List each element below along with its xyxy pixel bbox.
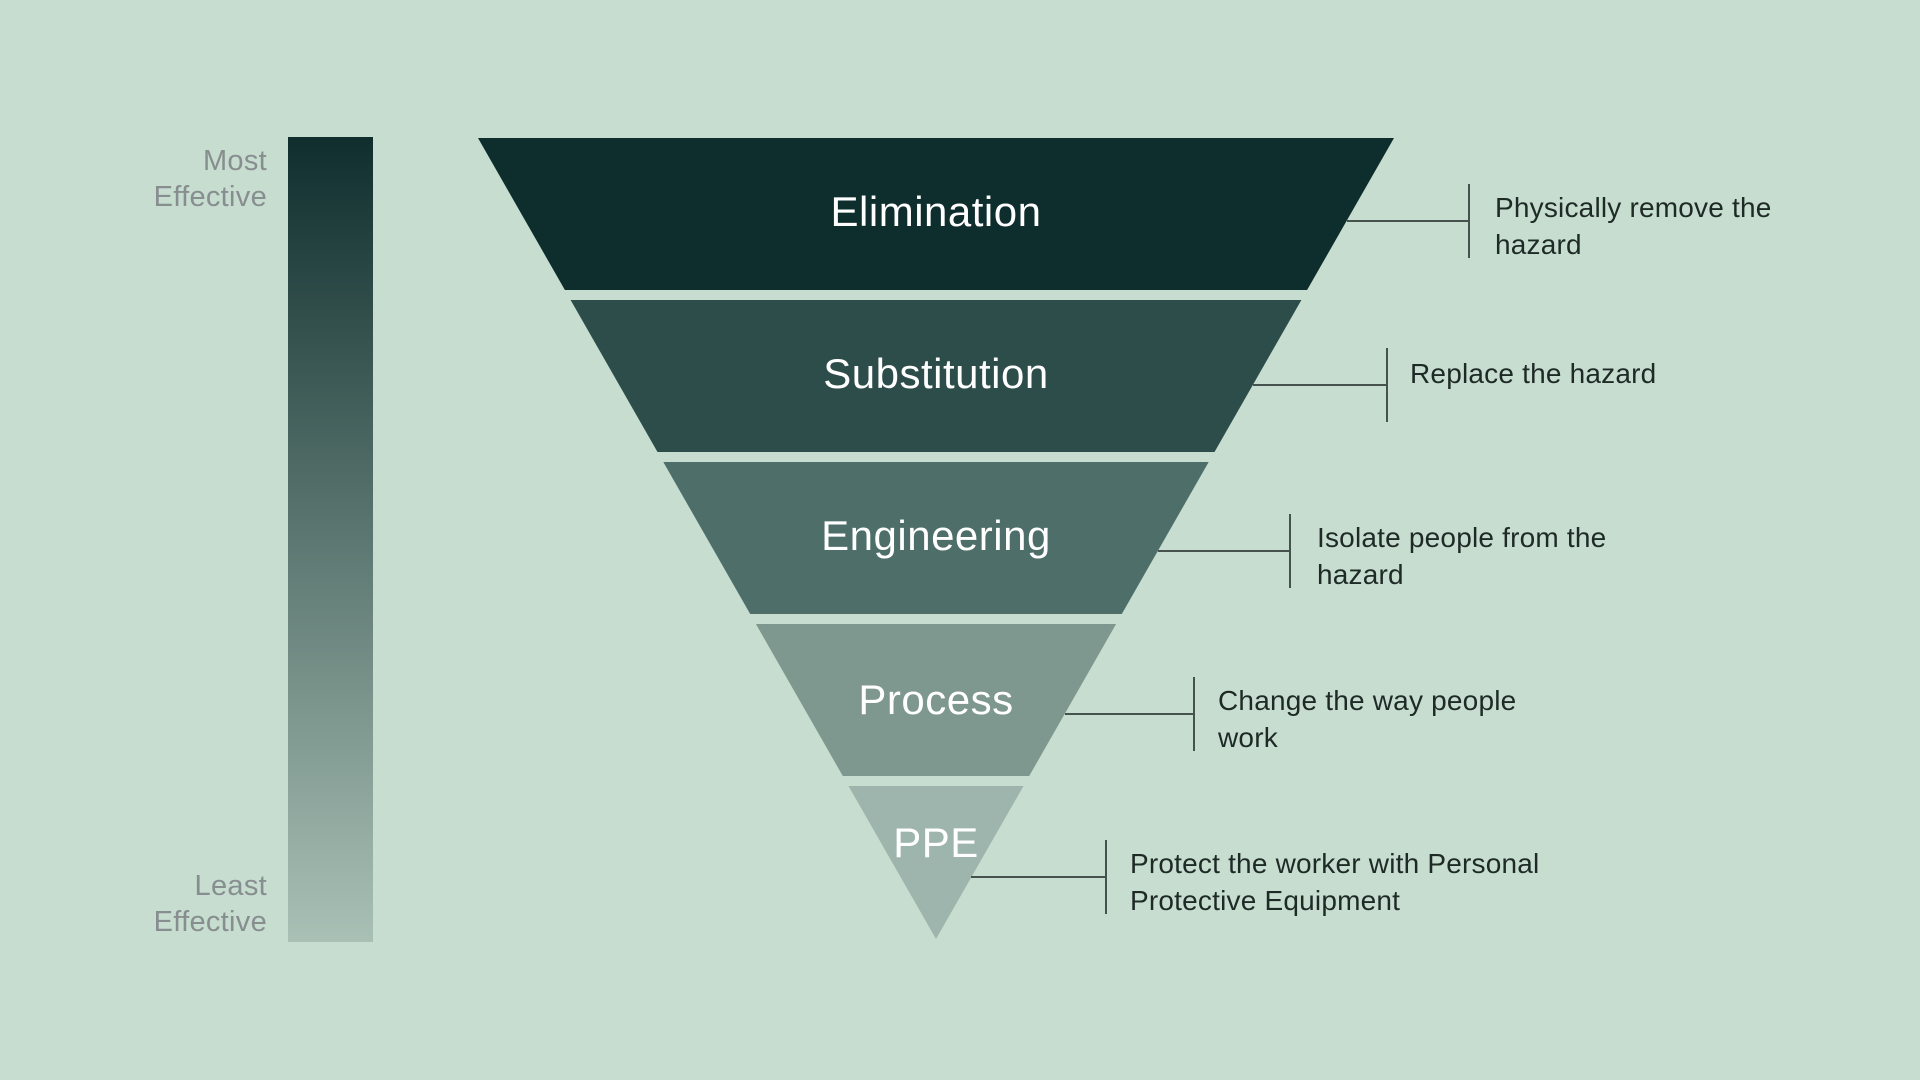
connector-line-process [1064, 713, 1193, 715]
funnel-level-elimination-shape [478, 138, 1394, 290]
funnel-level-ppe-description: Protect the worker with Personal Protect… [1130, 848, 1540, 916]
connector-line-ppe [971, 876, 1105, 878]
connector-tick-ppe [1105, 840, 1107, 914]
connector-tick-process [1193, 677, 1195, 751]
funnel-level-process-description: Change the way people work [1218, 685, 1517, 753]
funnel-level-engineering-shape [663, 462, 1209, 614]
funnel-level-substitution-description: Replace the hazard [1410, 357, 1657, 389]
funnel-level-engineering-description: Isolate people from the hazard [1317, 522, 1607, 590]
funnel-level-substitution-label: Substitution [823, 350, 1049, 397]
funnel-level-elimination-label: Elimination [830, 188, 1042, 235]
connector-tick-engineering [1289, 514, 1291, 588]
connector-line-elimination [1346, 220, 1468, 222]
connector-line-engineering [1157, 550, 1289, 552]
effectiveness-gradient-bar [288, 137, 373, 942]
funnel-level-process-shape [755, 624, 1117, 776]
connector-tick-elimination [1468, 184, 1470, 258]
connector-tick-substitution [1386, 348, 1388, 422]
funnel-level-process-label: Process [858, 676, 1014, 723]
funnel-level-ppe-shape [848, 786, 1024, 939]
funnel-level-engineering-label: Engineering [821, 512, 1051, 559]
least-effective-label: Least Effective [153, 870, 267, 938]
connector-line-substitution [1252, 384, 1386, 386]
funnel-level-ppe-label: PPE [893, 819, 979, 866]
most-effective-label: Most Effective [153, 145, 267, 213]
funnel-level-substitution-shape [570, 300, 1302, 452]
funnel-level-elimination-description: Physically remove the hazard [1495, 192, 1772, 260]
